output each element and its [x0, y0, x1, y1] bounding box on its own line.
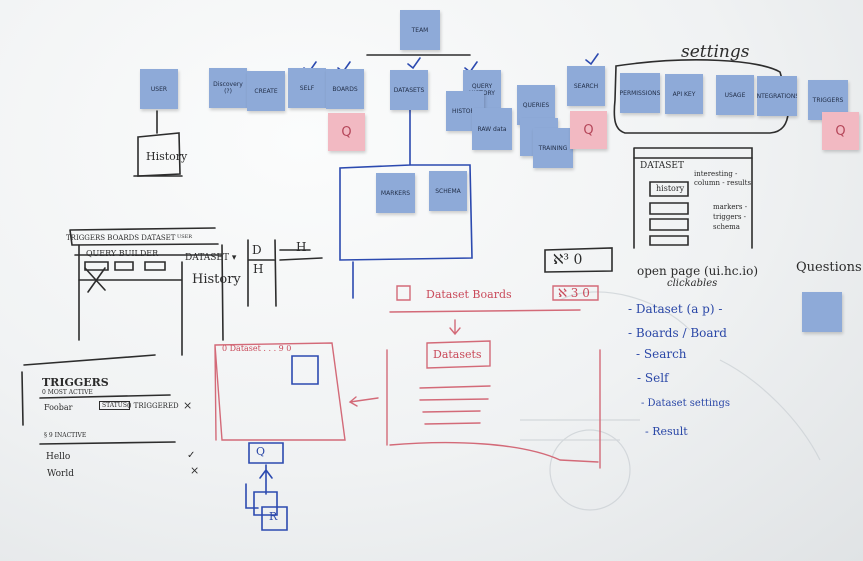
sticky-note-schema: SCHEMA [429, 171, 467, 211]
dataset-panel [633, 147, 753, 249]
label-click-boards: - Boards / Board [628, 326, 727, 340]
label-status-chip: STATUS [99, 401, 130, 410]
sticky-note-datasets: DATASETS [390, 70, 428, 110]
sticky-note-markers: MARKERS [376, 173, 415, 213]
sticky-note-create: CREATE [247, 71, 285, 111]
sticky-note-boards: BOARDS [326, 69, 364, 109]
label-hello: Hello [46, 452, 71, 462]
counter-box [544, 247, 613, 273]
sticky-note-raw-data: RAW data [472, 108, 512, 150]
label-toolbar-tag: USER [177, 234, 193, 240]
label-click-result: - Result [645, 425, 688, 438]
label-questions: Questions [796, 260, 862, 275]
label-settings: settings [681, 42, 750, 62]
label-inactive: § 9 INACTIVE [44, 432, 87, 439]
label-history-side: History [192, 272, 241, 287]
sticky-note-usage: USAGE [716, 75, 754, 115]
label-counter-top: ℵ³ 0 [553, 252, 583, 268]
sticky-note-discovery: Discovery (?) [209, 68, 247, 108]
sticky-note-training: TRAINING [533, 128, 573, 168]
sticky-note-self: SELF [288, 68, 326, 108]
label-counter-red: ℵ 3 0 [558, 286, 590, 300]
label-q-small: Q [256, 445, 266, 458]
label-query-builder: QUERY BUILDER [86, 249, 159, 258]
label-dataset-panel: DATASET [640, 161, 684, 171]
sticky-note-api-key: API KEY [665, 74, 703, 114]
sticky-note-search: SEARCH [567, 66, 605, 106]
label-dataset-red-left: 0 Dataset . . . 9 0 [222, 344, 292, 353]
triggers-frame [21, 354, 156, 426]
label-d: D [252, 243, 262, 257]
sticky-note-q-triggers: Q [822, 112, 859, 150]
label-click-dataset: - Dataset (a p) - [628, 302, 723, 316]
sticky-note-user: USER [140, 69, 178, 109]
label-x2: × [190, 464, 200, 477]
dataset-detail-frame [339, 109, 473, 261]
red-strokes [214, 285, 601, 469]
label-dataset-panel-history: history [656, 184, 685, 193]
label-click-search: - Search [636, 347, 687, 361]
label-triggered: 0 TRIGGERED [127, 402, 179, 410]
black-strokes [21, 54, 790, 445]
label-triggers-title: TRIGGERS [42, 376, 109, 389]
sticky-note-questions [802, 292, 842, 332]
toolbar-frame [69, 227, 219, 246]
label-dataset-boards: Dataset Boards [426, 288, 512, 301]
label-dataset-dropdown: DATASET ▾ [185, 253, 237, 263]
label-open-page: open page (ui.hc.io) [637, 264, 759, 278]
sticky-note-permissions: PERMISSIONS [620, 73, 660, 113]
sticky-note-integrations: INTEGRATIONS [757, 76, 797, 116]
sticky-note-team: TEAM [400, 10, 440, 50]
label-toolbar-tabs: TRIGGERS BOARDS DATASET [66, 234, 176, 242]
label-check: ✓ [187, 450, 196, 461]
label-foobar: Foobar [44, 403, 73, 412]
label-markers-triggers: markers - triggers - schema [713, 203, 748, 231]
label-h2: H [296, 240, 307, 254]
ghost-marks [520, 291, 821, 511]
label-click-self: - Self [637, 371, 669, 385]
sticky-note-q-search: Q [570, 111, 607, 149]
label-h: H [253, 262, 264, 276]
label-click-dataset-settings: - Dataset settings [641, 398, 731, 409]
label-world: World [47, 469, 74, 479]
label-r-small: R [269, 510, 278, 523]
label-datasets-red: Datasets [433, 348, 482, 361]
q-box [248, 442, 284, 464]
label-interesting: interesting - column - results [694, 170, 752, 187]
label-history-box: History [146, 150, 188, 163]
label-triggers-sub: 0 MOST ACTIVE [42, 389, 93, 396]
history-box [137, 132, 181, 177]
label-x1: × [183, 399, 193, 412]
label-clickables: clickables [667, 278, 718, 289]
sticky-note-q-boards: Q [328, 113, 365, 151]
